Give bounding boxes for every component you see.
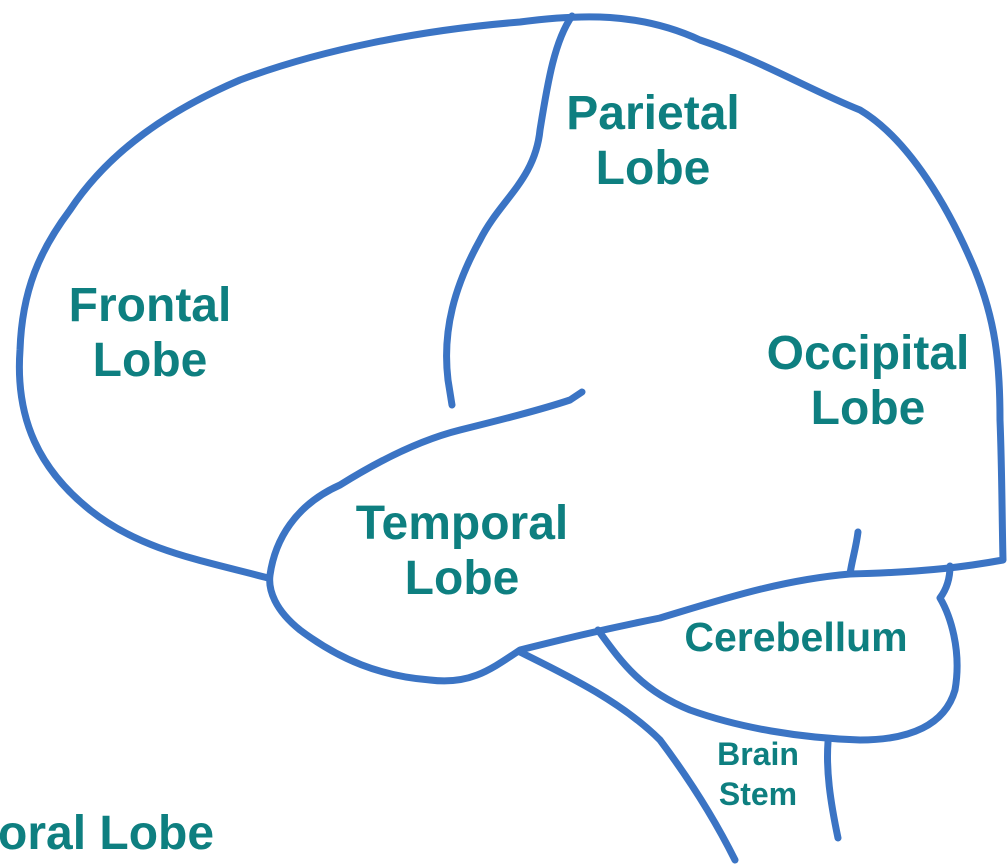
brainstem-right-line	[827, 742, 838, 838]
cerebellum-label: Cerebellum	[660, 614, 932, 661]
brain-stem-label-line2: Stem	[696, 774, 820, 814]
temporal-lobe-label: Temporal Lobe	[330, 496, 594, 606]
brain-stem-label-line1: Brain	[696, 734, 820, 774]
occipital-lobe-label: Occipital Lobe	[752, 326, 984, 436]
occipital-lobe-label-line2: Lobe	[752, 381, 984, 436]
parietal-lobe-label-line1: Parietal	[548, 86, 758, 141]
frontal-lobe-label-line2: Lobe	[55, 333, 245, 388]
occipital-lobe-label-line1: Occipital	[752, 326, 984, 381]
brain-stem-label: Brain Stem	[696, 734, 820, 814]
cut-off-caption-text: oral Lobe	[0, 806, 258, 861]
occipital-notch-line	[850, 532, 858, 574]
temporal-lobe-label-line2: Lobe	[330, 551, 594, 606]
central-sulcus-line	[447, 16, 572, 405]
temporal-lobe-label-line1: Temporal	[330, 496, 594, 551]
cerebellum-label-line1: Cerebellum	[660, 614, 932, 661]
frontal-lobe-label-line1: Frontal	[55, 278, 245, 333]
frontal-lobe-label: Frontal Lobe	[55, 278, 245, 388]
cut-off-caption: oral Lobe	[0, 806, 258, 861]
parietal-lobe-label-line2: Lobe	[548, 141, 758, 196]
parietal-lobe-label: Parietal Lobe	[548, 86, 758, 196]
